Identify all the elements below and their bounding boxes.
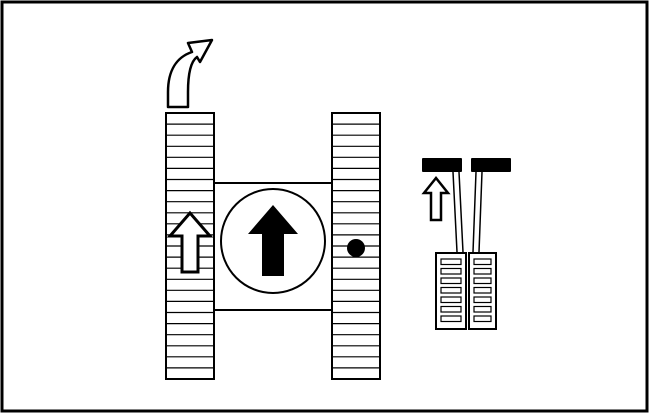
arrow-up-filled-icon bbox=[248, 205, 298, 276]
lever-base-slot bbox=[473, 286, 492, 294]
left-lever-handle bbox=[422, 158, 462, 172]
right-lever-handle bbox=[471, 158, 511, 172]
right-track-treads bbox=[332, 123, 380, 369]
lever-base-slot bbox=[473, 296, 492, 304]
lever-base-slot bbox=[473, 267, 492, 275]
right-lever-base bbox=[468, 252, 497, 330]
lever-base-slot bbox=[440, 315, 462, 323]
lever-base-slot bbox=[440, 305, 462, 313]
lever-base-slot bbox=[440, 267, 462, 275]
lever-base-slot bbox=[473, 277, 492, 285]
lever-base-slot bbox=[473, 315, 492, 323]
left-lever-rod bbox=[452, 171, 464, 253]
left-lever-base bbox=[435, 252, 467, 330]
curved-arrow-right-icon bbox=[166, 38, 214, 109]
lever-base-slot bbox=[440, 296, 462, 304]
lever-base-slot bbox=[440, 286, 462, 294]
lever-base-slot bbox=[473, 305, 492, 313]
lever-base-slot bbox=[440, 277, 462, 285]
lever-base-slot bbox=[440, 258, 462, 266]
pivot-dot-icon bbox=[347, 239, 365, 257]
steering-levers bbox=[421, 158, 511, 330]
lever-base-slot bbox=[473, 258, 492, 266]
right-lever-rod bbox=[472, 171, 483, 253]
arrow-up-outline-icon bbox=[166, 210, 214, 274]
lever-push-arrow-icon bbox=[421, 175, 451, 222]
